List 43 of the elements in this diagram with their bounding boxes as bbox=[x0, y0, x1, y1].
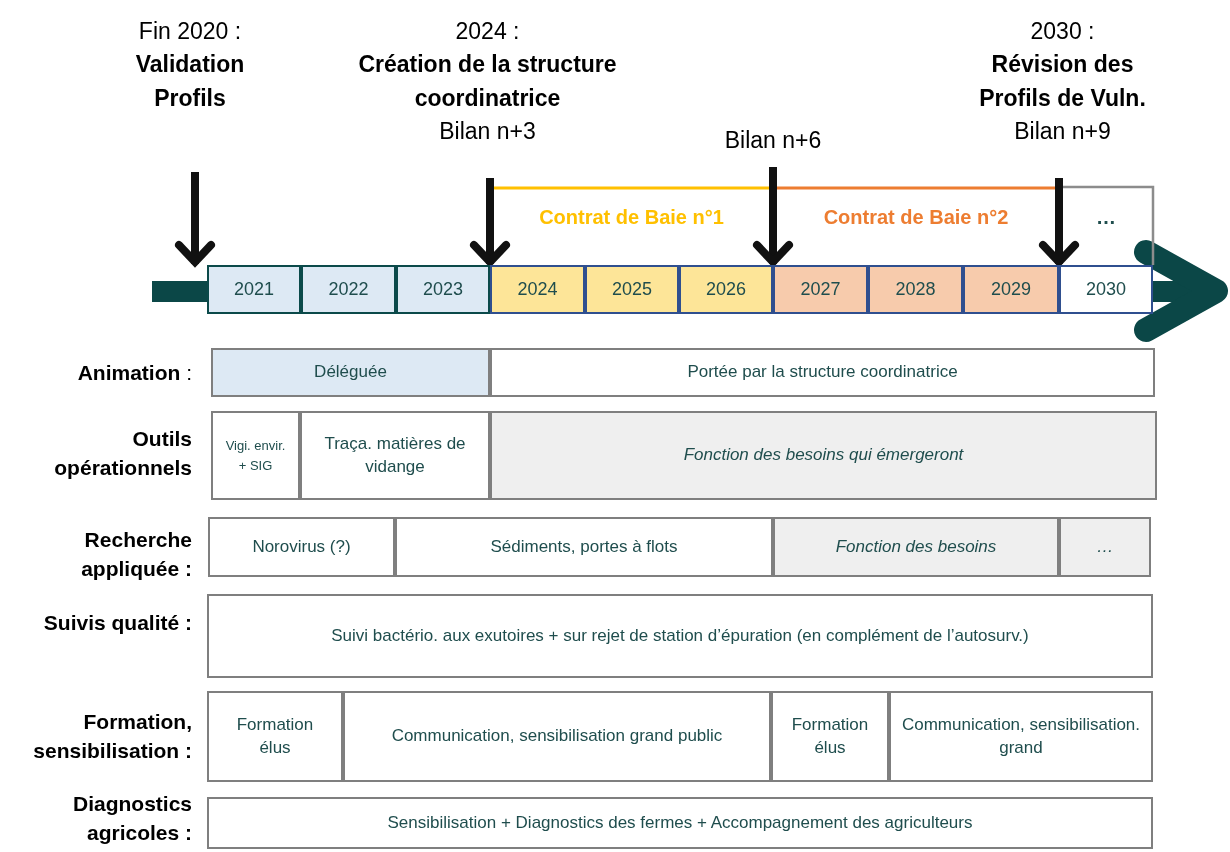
year-cell: 2027 bbox=[773, 265, 868, 314]
year-cell: 2023 bbox=[396, 265, 490, 314]
row-label: Diagnostics agricoles : bbox=[71, 791, 192, 847]
row-label: Suivis qualité : bbox=[42, 610, 192, 636]
milestone-text: 2030 : bbox=[1030, 17, 1095, 46]
milestone-text: Bilan n+9 bbox=[1014, 117, 1111, 147]
year-cell: 2024 bbox=[490, 265, 585, 314]
period-title: Contrat de Baie n°2 bbox=[822, 205, 1010, 230]
milestone-title: Révision des Profils de Vuln. bbox=[978, 50, 1147, 113]
activity-cell: Communication, sensibilisation grand public bbox=[343, 691, 771, 782]
year-cell: 2029 bbox=[963, 265, 1059, 314]
activity-cell: Formation élus bbox=[207, 691, 343, 782]
activity-cell: Fonction des besoins bbox=[773, 517, 1059, 577]
activity-cell: … bbox=[1059, 517, 1151, 577]
activity-cell: Vigi. envir. + SIG bbox=[211, 411, 300, 500]
period-title: Contrat de Baie n°1 bbox=[538, 205, 725, 230]
milestone-title: Validation Profils bbox=[134, 50, 246, 113]
activity-cell: Sédiments, portes à flots bbox=[395, 517, 773, 577]
year-cell: 2021 bbox=[207, 265, 301, 314]
activity-cell: Fonction des besoins qui émergeront bbox=[490, 411, 1157, 500]
milestone-text: 2024 : bbox=[455, 17, 520, 46]
row-label: Animation : bbox=[76, 360, 192, 386]
year-cell: 2025 bbox=[585, 265, 679, 314]
milestone-title: Création de la structure coordinatrice bbox=[357, 50, 618, 113]
activity-cell: Traça. matières de vidange bbox=[300, 411, 490, 500]
activity-cell: Suivi bactério. aux exutoires + sur rejet de station d’épuration (en complément de l’autosurv.) bbox=[207, 594, 1153, 678]
activity-cell: Déléguée bbox=[211, 348, 490, 397]
activity-cell: Sensibilisation + Diagnostics des fermes + Accompagnement des agriculteurs bbox=[207, 797, 1153, 849]
row-label: Outils opérationnels bbox=[53, 426, 192, 482]
year-cell: 2026 bbox=[679, 265, 773, 314]
period-title: … bbox=[1095, 205, 1117, 230]
milestone-text: Fin 2020 : bbox=[138, 17, 242, 46]
year-cell: 2030 bbox=[1059, 265, 1153, 314]
row-label: Formation, sensibilisation : bbox=[32, 709, 192, 765]
activity-cell: Portée par la structure coordinatrice bbox=[490, 348, 1155, 397]
year-cell: 2028 bbox=[868, 265, 963, 314]
milestone-text: Bilan n+3 bbox=[439, 117, 536, 147]
activity-cell: Formation élus bbox=[771, 691, 889, 782]
row-label: Recherche appliquée : bbox=[80, 527, 192, 583]
activity-cell: Communication, sensibilisation. grand bbox=[889, 691, 1153, 782]
activity-cell: Norovirus (?) bbox=[208, 517, 395, 577]
milestone-text: Bilan n+6 bbox=[724, 126, 822, 155]
year-cell: 2022 bbox=[301, 265, 396, 314]
